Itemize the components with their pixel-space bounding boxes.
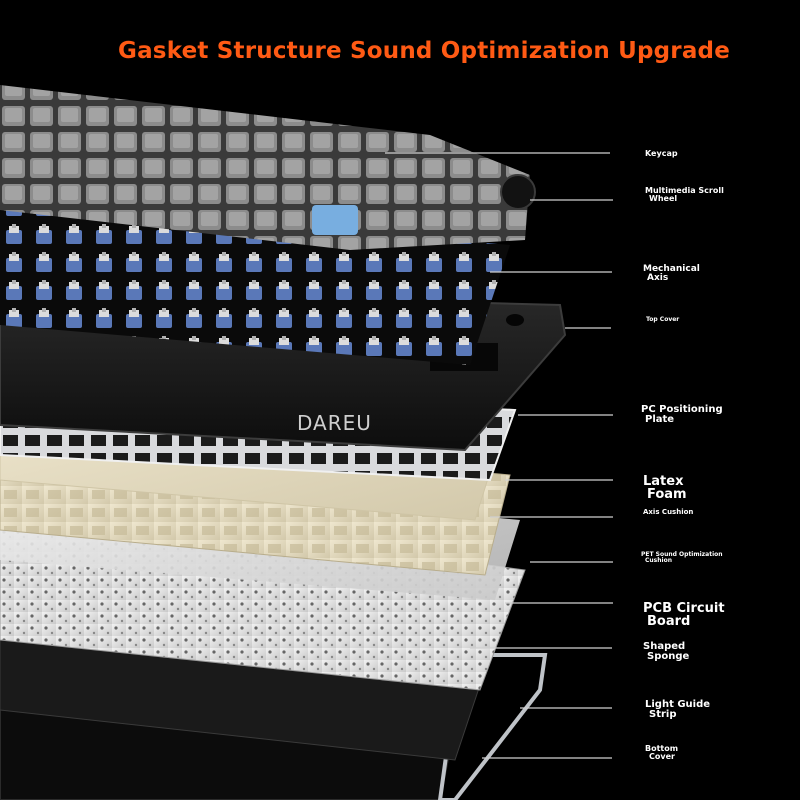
label-top-cover: Top Cover [646,316,680,323]
leader-lines [385,152,613,759]
accent-keycap [312,205,358,235]
top-cover-hole [506,314,524,326]
page-title: Gasket Structure Sound Optimization Upgr… [118,38,731,64]
label-keycap: Keycap [645,149,678,158]
label-axis-cushion: Axis Cushion [643,508,694,516]
brand-logo: DAREU [297,411,372,435]
keycap-layer [0,85,530,250]
scroll-wheel-knob [500,174,536,210]
light-guide-strip-layer [437,653,548,800]
